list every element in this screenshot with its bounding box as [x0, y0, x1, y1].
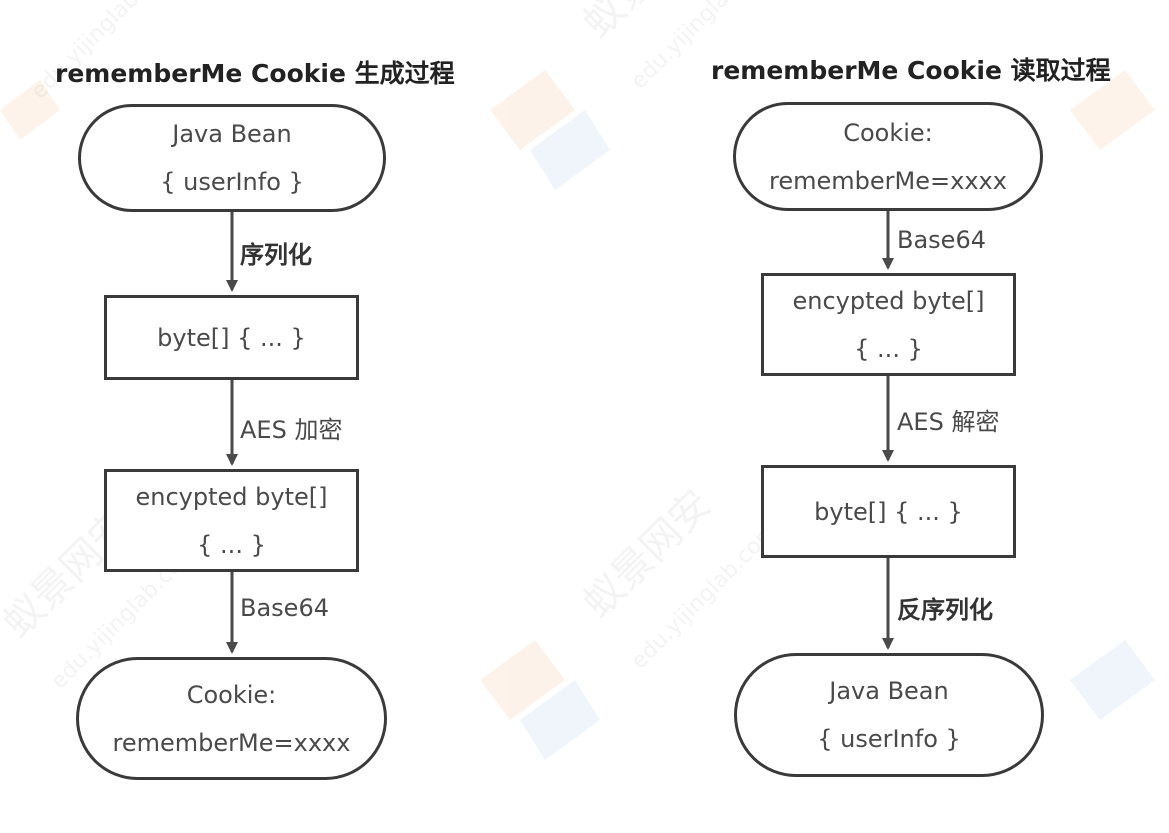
left-node-encrypted-byte: encypted byte[] { ... } — [104, 469, 359, 572]
left-node-java-bean: Java Bean { userInfo } — [78, 104, 386, 212]
left-title: rememberMe Cookie 生成过程 — [55, 59, 455, 88]
right-title: rememberMe Cookie 读取过程 — [711, 56, 1111, 85]
node-text: Java Bean — [829, 677, 949, 705]
left-edge-label-serialize: 序列化 — [240, 241, 312, 269]
right-node-byte-array: byte[] { ... } — [761, 465, 1016, 558]
node-text: Cookie: — [186, 680, 277, 709]
right-node-java-bean: Java Bean { userInfo } — [734, 653, 1044, 777]
node-text: byte[] { ... } — [814, 497, 963, 526]
right-edge-label-deserialize: 反序列化 — [897, 596, 993, 624]
right-edge-label-aes-decrypt: AES 解密 — [897, 408, 1000, 436]
left-node-byte-array: byte[] { ... } — [104, 295, 359, 380]
node-text: { ... } — [854, 334, 923, 363]
node-text: encypted byte[] — [792, 286, 985, 315]
node-text: rememberMe=xxxx — [112, 728, 351, 757]
node-text: Cookie: — [843, 118, 933, 147]
right-node-cookie: Cookie: rememberMe=xxxx — [733, 102, 1043, 211]
node-text: { userInfo } — [160, 168, 304, 196]
node-text: rememberMe=xxxx — [769, 166, 1007, 195]
node-text: { ... } — [197, 530, 266, 559]
node-text: encypted byte[] — [135, 482, 328, 511]
node-text: { userInfo } — [817, 725, 961, 753]
node-text: byte[] { ... } — [157, 323, 306, 352]
node-text: Java Bean — [172, 120, 292, 148]
right-edge-label-base64: Base64 — [897, 226, 986, 254]
left-edge-label-base64: Base64 — [240, 594, 329, 622]
right-node-encrypted-byte: encypted byte[] { ... } — [761, 273, 1016, 376]
left-edge-label-aes-encrypt: AES 加密 — [240, 416, 343, 444]
left-node-cookie: Cookie: rememberMe=xxxx — [76, 657, 387, 780]
